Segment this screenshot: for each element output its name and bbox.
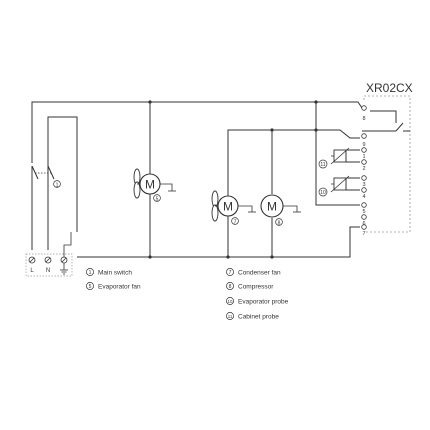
ground-icon [60, 263, 68, 275]
condenser-fan-badge: 7 [234, 219, 237, 225]
legend-label: Cabinet probe [238, 314, 279, 321]
input-terminal-block: L N [25, 232, 73, 277]
legend-item: 5 Evaporator fan [86, 282, 141, 291]
pin-label: 3 [362, 182, 365, 188]
legend-item: 8 Compressor [226, 282, 274, 291]
legend-label: Condenser fan [238, 270, 281, 277]
pin-label: 9 [362, 142, 365, 148]
ground-icon [283, 205, 301, 213]
legend-label: Evaporator probe [238, 299, 289, 306]
evaporator-probe-badge: 10 [320, 190, 326, 196]
legend-item: 11 Cabinet probe [226, 312, 279, 321]
legend-label: Main switch [98, 270, 132, 277]
legend-item: 7 Condenser fan [226, 268, 281, 277]
ground-icon [238, 205, 256, 213]
fan-blade-icon [211, 190, 219, 222]
terminal-l-label: L [30, 268, 34, 274]
compressor-symbol: M [267, 200, 277, 214]
fan-blade-icon [133, 168, 141, 199]
evaporator-fan-symbol: M [145, 178, 155, 192]
evaporator-probe: 10 [318, 175, 350, 197]
legend-number: 7 [229, 270, 232, 276]
controller-boundary [363, 95, 411, 233]
legend-number: 11 [228, 314, 233, 319]
main-switch-badge: 1 [56, 182, 59, 188]
controller-model-label: XR02CX [366, 81, 413, 95]
cabinet-probe-badge: 11 [320, 162, 325, 168]
legend-number: 1 [89, 270, 92, 276]
pin-label: 6 [362, 221, 365, 227]
evaporator-fan-badge: 5 [156, 196, 159, 202]
controller-terminals: 8 9 1 2 3 4 5 6 7 [361, 105, 367, 237]
wiring [31, 101, 410, 258]
legend-item: 1 Main switch [86, 268, 132, 277]
ground-icon [160, 183, 176, 192]
compressor: M 8 [260, 194, 301, 226]
pin-label: 5 [362, 209, 365, 215]
legend-number: 8 [229, 284, 232, 290]
legend-item: 10 Evaporator probe [226, 297, 289, 306]
legend: 1 Main switch 5 Evaporator fan 7 Condens… [86, 268, 289, 321]
pin-label: 1 [362, 154, 365, 160]
legend-label: Evaporator fan [98, 284, 141, 291]
main-switch: 1 [30, 163, 61, 188]
pin-label: 8 [362, 116, 365, 122]
legend-number: 10 [228, 299, 233, 304]
cabinet-probe: 11 [318, 147, 350, 169]
pin-label: 4 [362, 194, 365, 200]
compressor-badge: 8 [278, 220, 281, 226]
evaporator-fan: M 5 [133, 168, 176, 202]
terminal-n-label: N [46, 268, 50, 274]
junction-dots [148, 100, 318, 259]
condenser-fan-symbol: M [223, 200, 233, 214]
pin-label: 7 [362, 231, 365, 237]
pin-label: 2 [362, 166, 365, 172]
legend-label: Compressor [238, 284, 274, 291]
legend-number: 5 [89, 284, 92, 290]
condenser-fan: M 7 [211, 190, 256, 225]
